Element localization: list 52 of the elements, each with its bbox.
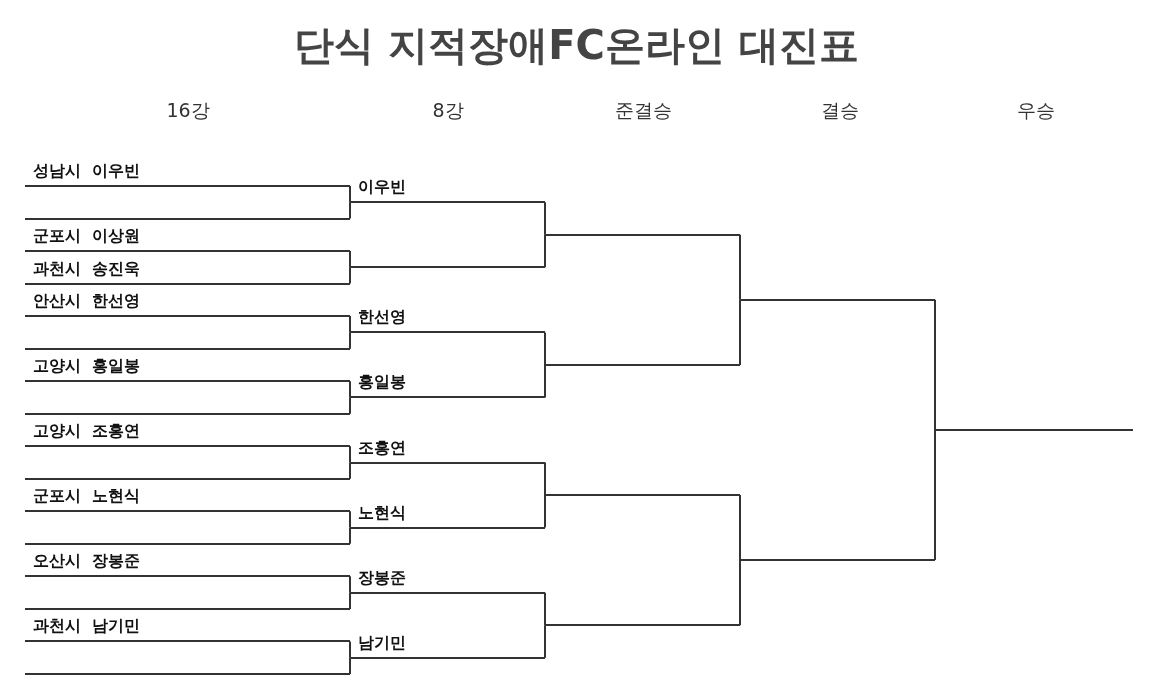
bracket-line: [349, 331, 351, 350]
player-name: 과천시 남기민: [33, 616, 141, 638]
player-name: 군포시 노현식: [33, 486, 141, 508]
round-heading: 준결승: [614, 98, 672, 123]
bracket-line: [349, 575, 351, 594]
player-name: 조홍연: [358, 437, 406, 459]
bracket-line: [349, 591, 351, 610]
bracket-line: [349, 201, 351, 220]
bracket-line: [739, 233, 741, 301]
bracket-line: [544, 201, 546, 236]
bracket-line: [739, 494, 741, 562]
bracket-line: [544, 591, 546, 627]
bracket-line: [934, 298, 936, 431]
bracket-line: [349, 250, 351, 269]
round-heading: 8강: [432, 98, 464, 123]
bracket-line: [349, 445, 351, 464]
bracket-line: [349, 461, 351, 480]
player-name: 홍일봉: [358, 372, 406, 394]
player-name: 한선영: [358, 307, 406, 329]
title: 단식 지적장애FC온라인 대진표: [293, 21, 860, 70]
player-name: 성남시 이우빈: [33, 161, 141, 182]
bracket-line: [739, 298, 741, 366]
bracket-line: [349, 185, 351, 204]
bracket-line: [544, 363, 546, 399]
round-heading: 우승: [1017, 98, 1055, 123]
bracket-line: [349, 640, 351, 659]
bracket-line: [934, 429, 936, 562]
player-name: 이우빈: [358, 177, 406, 199]
bracket-line: [349, 526, 351, 545]
bracket-line: [544, 331, 546, 366]
bracket-line: [349, 396, 351, 415]
player-name: 군포시 이상원: [33, 226, 141, 248]
player-name: 고양시 조홍연: [33, 421, 141, 443]
player-name: 노현식: [358, 502, 406, 524]
round-heading: 결승: [821, 98, 859, 123]
player-name: 안산시 한선영: [33, 291, 141, 313]
round-heading: 16강: [166, 98, 210, 123]
player-name: 고양시 홍일봉: [33, 356, 141, 378]
player-name: 오산시 장봉준: [33, 551, 141, 573]
bracket-line: [544, 233, 546, 269]
player-name: 장봉준: [358, 567, 406, 589]
bracket-line: [544, 494, 546, 529]
bracket-line: [739, 559, 741, 627]
bracket-line: [349, 510, 351, 529]
bracket-line: [544, 461, 546, 497]
player-name: 남기민: [358, 632, 406, 654]
bracket-line: [349, 266, 351, 285]
bracket-line: [544, 624, 546, 659]
bracket-line: [349, 315, 351, 334]
player-name: 과천시 송진욱: [33, 258, 141, 280]
bracket-line: [349, 656, 351, 675]
bracket-line: [349, 380, 351, 399]
